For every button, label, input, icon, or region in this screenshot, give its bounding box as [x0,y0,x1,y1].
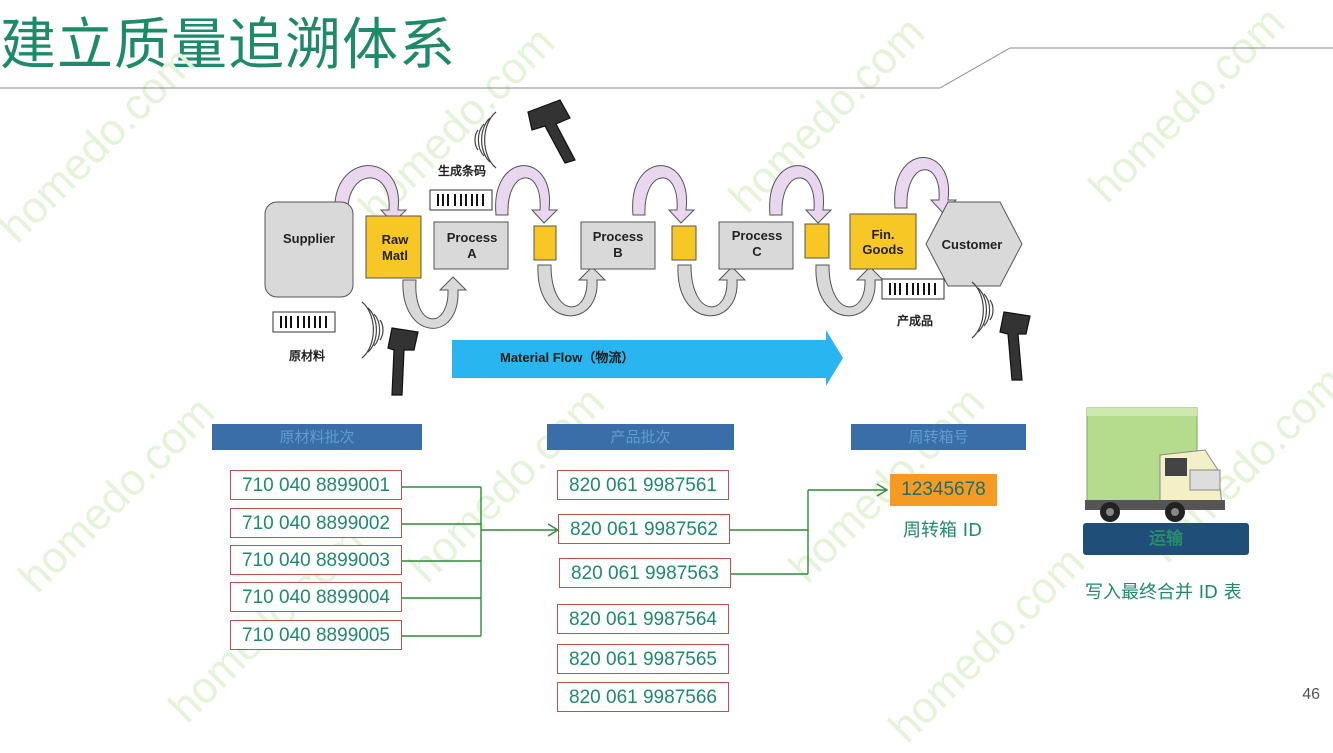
product-batch-item: 820 061 9987566 [557,682,729,712]
product-batch-header: 产品批次 [547,424,734,450]
loop-arrow-process-c [769,165,833,224]
material-flow-arrow [452,330,843,386]
product-batch-item: 820 061 9987564 [557,604,729,634]
barcode-icon-finished [881,278,945,300]
wip-buffer-c [804,223,830,259]
fin-goods-box [849,213,917,270]
product-batch-item: 820 061 9987563 [559,558,731,588]
scanner-icon-top [474,99,576,169]
raw-batch-item: 710 040 8899001 [230,470,402,500]
raw-batch-header: 原材料批次 [212,424,422,450]
loop-arrow-supplier [334,165,408,224]
u-arrow-raw-to-a [402,276,468,329]
barcode-icon-raw [272,311,336,333]
slide-title: 建立质量追溯体系 [0,13,456,78]
process-c-label-2: C [752,244,762,259]
u-arrow-c-to-goods [815,264,885,317]
process-a-label-2: A [467,246,477,261]
fin-goods-label-1: Fin. [871,227,894,242]
process-c-label-1: Process [732,228,783,243]
bottom-loop-arrows [402,264,885,329]
process-c-box [718,221,794,270]
raw-material-label: 原材料 [289,348,325,363]
process-b-box [580,221,656,270]
loop-arrow-process-b [632,165,696,224]
raw-batch-item: 710 040 8899002 [230,508,402,538]
top-loop-arrows [334,157,958,224]
raw-matl-label-2: Matl [382,248,408,263]
raw-batch-item: 710 040 8899004 [230,582,402,612]
generate-barcode-label: 生成条码 [438,163,486,178]
product-batch-item: 820 061 9987561 [557,470,729,500]
wip-buffer-a [533,225,557,261]
product-batch-item: 820 061 9987565 [557,644,729,674]
raw-batch-item: 710 040 8899005 [230,620,402,650]
shipping-caption: 写入最终合并 ID 表 [1085,582,1242,603]
finished-product-label: 产成品 [897,313,933,328]
process-a-label-1: Process [447,230,498,245]
customer-hexagon [925,201,1023,287]
u-arrow-a-to-b [537,264,607,317]
process-a-box [433,221,509,270]
supplier-box [264,201,354,298]
product-batch-item: 820 061 9987562 [558,514,730,544]
customer-label: Customer [942,237,1003,252]
shipping-label: 运输 [1083,523,1249,555]
barcode-icon-generate [429,189,493,211]
tote-header: 周转箱号 [851,424,1026,450]
loop-arrow-process-a [495,165,559,224]
wip-buffer-b [671,225,697,261]
process-b-label-2: B [613,245,622,260]
material-flow-label: Material Flow（物流） [500,350,634,365]
u-arrow-b-to-c [677,264,747,317]
raw-matl-box [365,215,422,279]
truck-icon [1085,407,1225,522]
trace-connectors [402,483,889,637]
scanner-icon-raw [361,301,419,396]
title-underline-slant [939,47,1011,89]
tote-id-box: 12345678 [890,474,997,506]
scanner-icon-finished [971,281,1031,381]
page-number: 46 [1302,686,1320,703]
process-b-label-1: Process [593,229,644,244]
supplier-label: Supplier [283,231,335,246]
raw-matl-label-1: Raw [382,232,410,247]
raw-batch-item: 710 040 8899003 [230,545,402,575]
tote-id-caption: 周转箱 ID [903,520,982,541]
fin-goods-label-2: Goods [862,242,903,257]
